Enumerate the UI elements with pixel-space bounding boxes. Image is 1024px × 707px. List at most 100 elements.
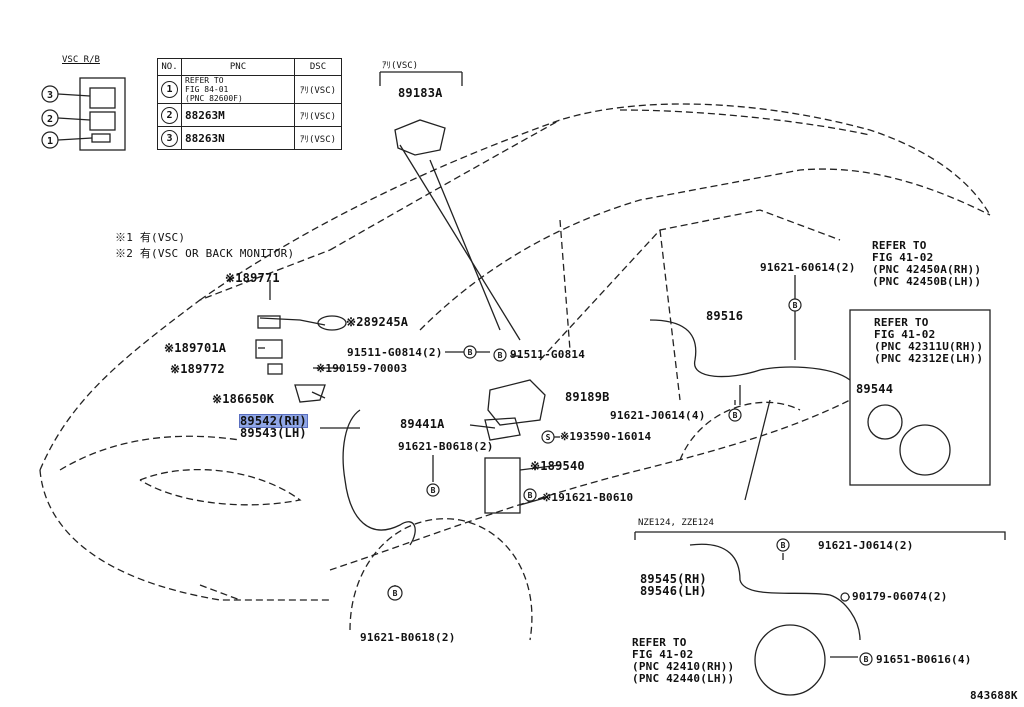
part-label-91621-b0618-top[interactable]: 91621-B0618(2) bbox=[398, 440, 494, 453]
marker-b: B bbox=[781, 541, 786, 550]
refer-line: FIG 41-02 bbox=[874, 328, 936, 341]
row-dsc: ｱﾘ(VSC) bbox=[294, 126, 342, 150]
part-label-91621-b0618-bottom[interactable]: 91621-B0618(2) bbox=[360, 631, 456, 644]
car-bumper bbox=[39, 469, 330, 601]
part-label-91511-g0814[interactable]: 91511-G0814 bbox=[510, 348, 586, 361]
top-bracket-label: ｱﾘ(VSC) bbox=[382, 61, 419, 71]
part-89441A-shape bbox=[484, 417, 521, 441]
row-dsc: ｱﾘ(VSC) bbox=[294, 103, 342, 127]
car-a-pillar bbox=[419, 168, 991, 331]
refer-line: (PNC 42311U(RH)) bbox=[874, 340, 984, 353]
marker-b: B bbox=[528, 491, 533, 500]
legend-title: VSC R/B bbox=[62, 55, 100, 65]
part-label-89516[interactable]: 89516 bbox=[706, 309, 744, 323]
marker-s: S bbox=[546, 433, 551, 442]
part-label-89546[interactable]: 89546(LH) bbox=[640, 584, 707, 598]
refer-line: REFER TO bbox=[874, 316, 929, 329]
car-grille bbox=[59, 435, 241, 471]
car-foglamp bbox=[199, 584, 241, 601]
part-label-89544[interactable]: 89544 bbox=[856, 382, 894, 396]
refer-hub-rear-inner[interactable]: REFER TO FIG 41-02 (PNC 42311U(RH)) (PNC… bbox=[874, 317, 983, 365]
part-label-189540[interactable]: ※189540 bbox=[530, 459, 585, 473]
variant-label: NZE124, ZZE124 bbox=[638, 518, 714, 528]
marker-b: B bbox=[393, 589, 398, 598]
part-label-89441A[interactable]: 89441A bbox=[400, 417, 445, 431]
marker-b: B bbox=[468, 348, 473, 357]
part-label-91621-60614[interactable]: 91621-60614(2) bbox=[760, 261, 856, 274]
part-label-89542[interactable]: 89542(RH) bbox=[239, 414, 308, 428]
harness-89516 bbox=[649, 319, 851, 381]
part-label-193590[interactable]: ※193590-16014 bbox=[560, 430, 652, 443]
part-label-91621-j0614-2[interactable]: 91621-J0614(2) bbox=[818, 539, 914, 552]
relay-block bbox=[79, 77, 126, 151]
marker-b: B bbox=[793, 301, 798, 310]
legend-callout-2: 2 bbox=[47, 114, 53, 125]
note-2: ※2 有(VSC OR BACK MONITOR) bbox=[115, 247, 295, 260]
part-label-91621-j0614-4[interactable]: 91621-J0614(4) bbox=[610, 409, 706, 422]
part-186650K-shape bbox=[294, 384, 326, 403]
harness-89545 bbox=[689, 543, 861, 641]
part-189772-shape bbox=[267, 363, 283, 375]
part-label-91511-g0814-2[interactable]: 91511-G0814(2) bbox=[347, 346, 443, 359]
car-front-wheel-arch bbox=[349, 518, 533, 641]
marker-b: B bbox=[864, 655, 869, 664]
row-pnc-line: (PNC 82600F) bbox=[185, 94, 243, 103]
bolt-markers bbox=[387, 298, 873, 666]
part-label-190159[interactable]: ※190159-70003 bbox=[316, 362, 408, 375]
part-89540-shape bbox=[484, 457, 521, 514]
pnc-table: NO. PNC DSC 1 REFER TO FIG 84-01 (PNC 82… bbox=[157, 58, 342, 150]
part-label-191621-b0610[interactable]: ※191621-B0610 bbox=[542, 491, 634, 504]
part-label-89183A[interactable]: 89183A bbox=[398, 86, 443, 100]
part-label-89543[interactable]: 89543(LH) bbox=[240, 426, 307, 440]
car-roof-line bbox=[199, 103, 991, 301]
refer-hub-bottom[interactable]: REFER TO FIG 41-02 (PNC 42410(RH)) (PNC … bbox=[632, 637, 734, 685]
col-pnc: PNC bbox=[181, 58, 295, 76]
marker-b: B bbox=[733, 411, 738, 420]
legend-callout-3: 3 bbox=[47, 90, 53, 101]
part-label-186650K[interactable]: ※186650K bbox=[212, 392, 275, 406]
row-pnc-line: FIG 84-01 bbox=[185, 85, 229, 94]
part-label-189772[interactable]: ※189772 bbox=[170, 362, 225, 376]
part-hub-rear bbox=[899, 424, 951, 476]
part-89189B-shape bbox=[487, 379, 546, 426]
car-door-line bbox=[539, 209, 841, 361]
refer-hub-rear-outer[interactable]: REFER TO FIG 41-02 (PNC 42450A(RH)) (PNC… bbox=[872, 240, 981, 288]
part-hub-bottom bbox=[754, 624, 826, 696]
part-label-189771[interactable]: ※189771 bbox=[225, 271, 280, 285]
refer-box-frame bbox=[849, 309, 991, 486]
part-89544-bearing bbox=[867, 404, 903, 440]
row-no: 3 bbox=[161, 129, 178, 147]
part-label-90179[interactable]: 90179-06074(2) bbox=[852, 590, 948, 603]
row-no: 1 bbox=[161, 81, 178, 98]
harness-89542 bbox=[342, 409, 416, 546]
row-pnc: 88263N bbox=[181, 126, 295, 150]
col-dsc: DSC bbox=[294, 58, 342, 76]
legend-callout-1: 1 bbox=[47, 136, 53, 147]
car-windshield bbox=[329, 119, 561, 251]
refer-line: (PNC 42312E(LH)) bbox=[874, 352, 984, 365]
marker-b: B bbox=[498, 351, 503, 360]
row-pnc: 88263M bbox=[181, 103, 295, 127]
row-pnc-line: REFER TO bbox=[185, 76, 224, 85]
part-89245A-shape bbox=[317, 315, 347, 331]
part-label-91651[interactable]: 91651-B0616(4) bbox=[876, 653, 972, 666]
refer-line: REFER TO bbox=[632, 636, 687, 649]
col-no: NO. bbox=[157, 58, 182, 76]
part-label-89245A[interactable]: ※289245A bbox=[346, 315, 409, 329]
part-label-89189B[interactable]: 89189B bbox=[565, 390, 610, 404]
legend-callouts bbox=[41, 85, 59, 149]
figure-id: 843688K bbox=[970, 689, 1018, 702]
part-label-89545[interactable]: 89545(RH) bbox=[640, 572, 707, 586]
row-no: 2 bbox=[161, 106, 178, 124]
refer-line: FIG 41-02 bbox=[632, 648, 694, 661]
refer-line: (PNC 42450A(RH)) bbox=[872, 263, 982, 276]
table-row: 3 88263N ｱﾘ(VSC) bbox=[157, 126, 342, 150]
part-label-189701A[interactable]: ※189701A bbox=[164, 341, 227, 355]
refer-line: FIG 41-02 bbox=[872, 251, 934, 264]
part-89183A-shape bbox=[394, 119, 446, 156]
refer-line: (PNC 42440(LH)) bbox=[632, 672, 735, 685]
refer-line: (PNC 42450B(LH)) bbox=[872, 275, 982, 288]
refer-line: REFER TO bbox=[872, 239, 927, 252]
